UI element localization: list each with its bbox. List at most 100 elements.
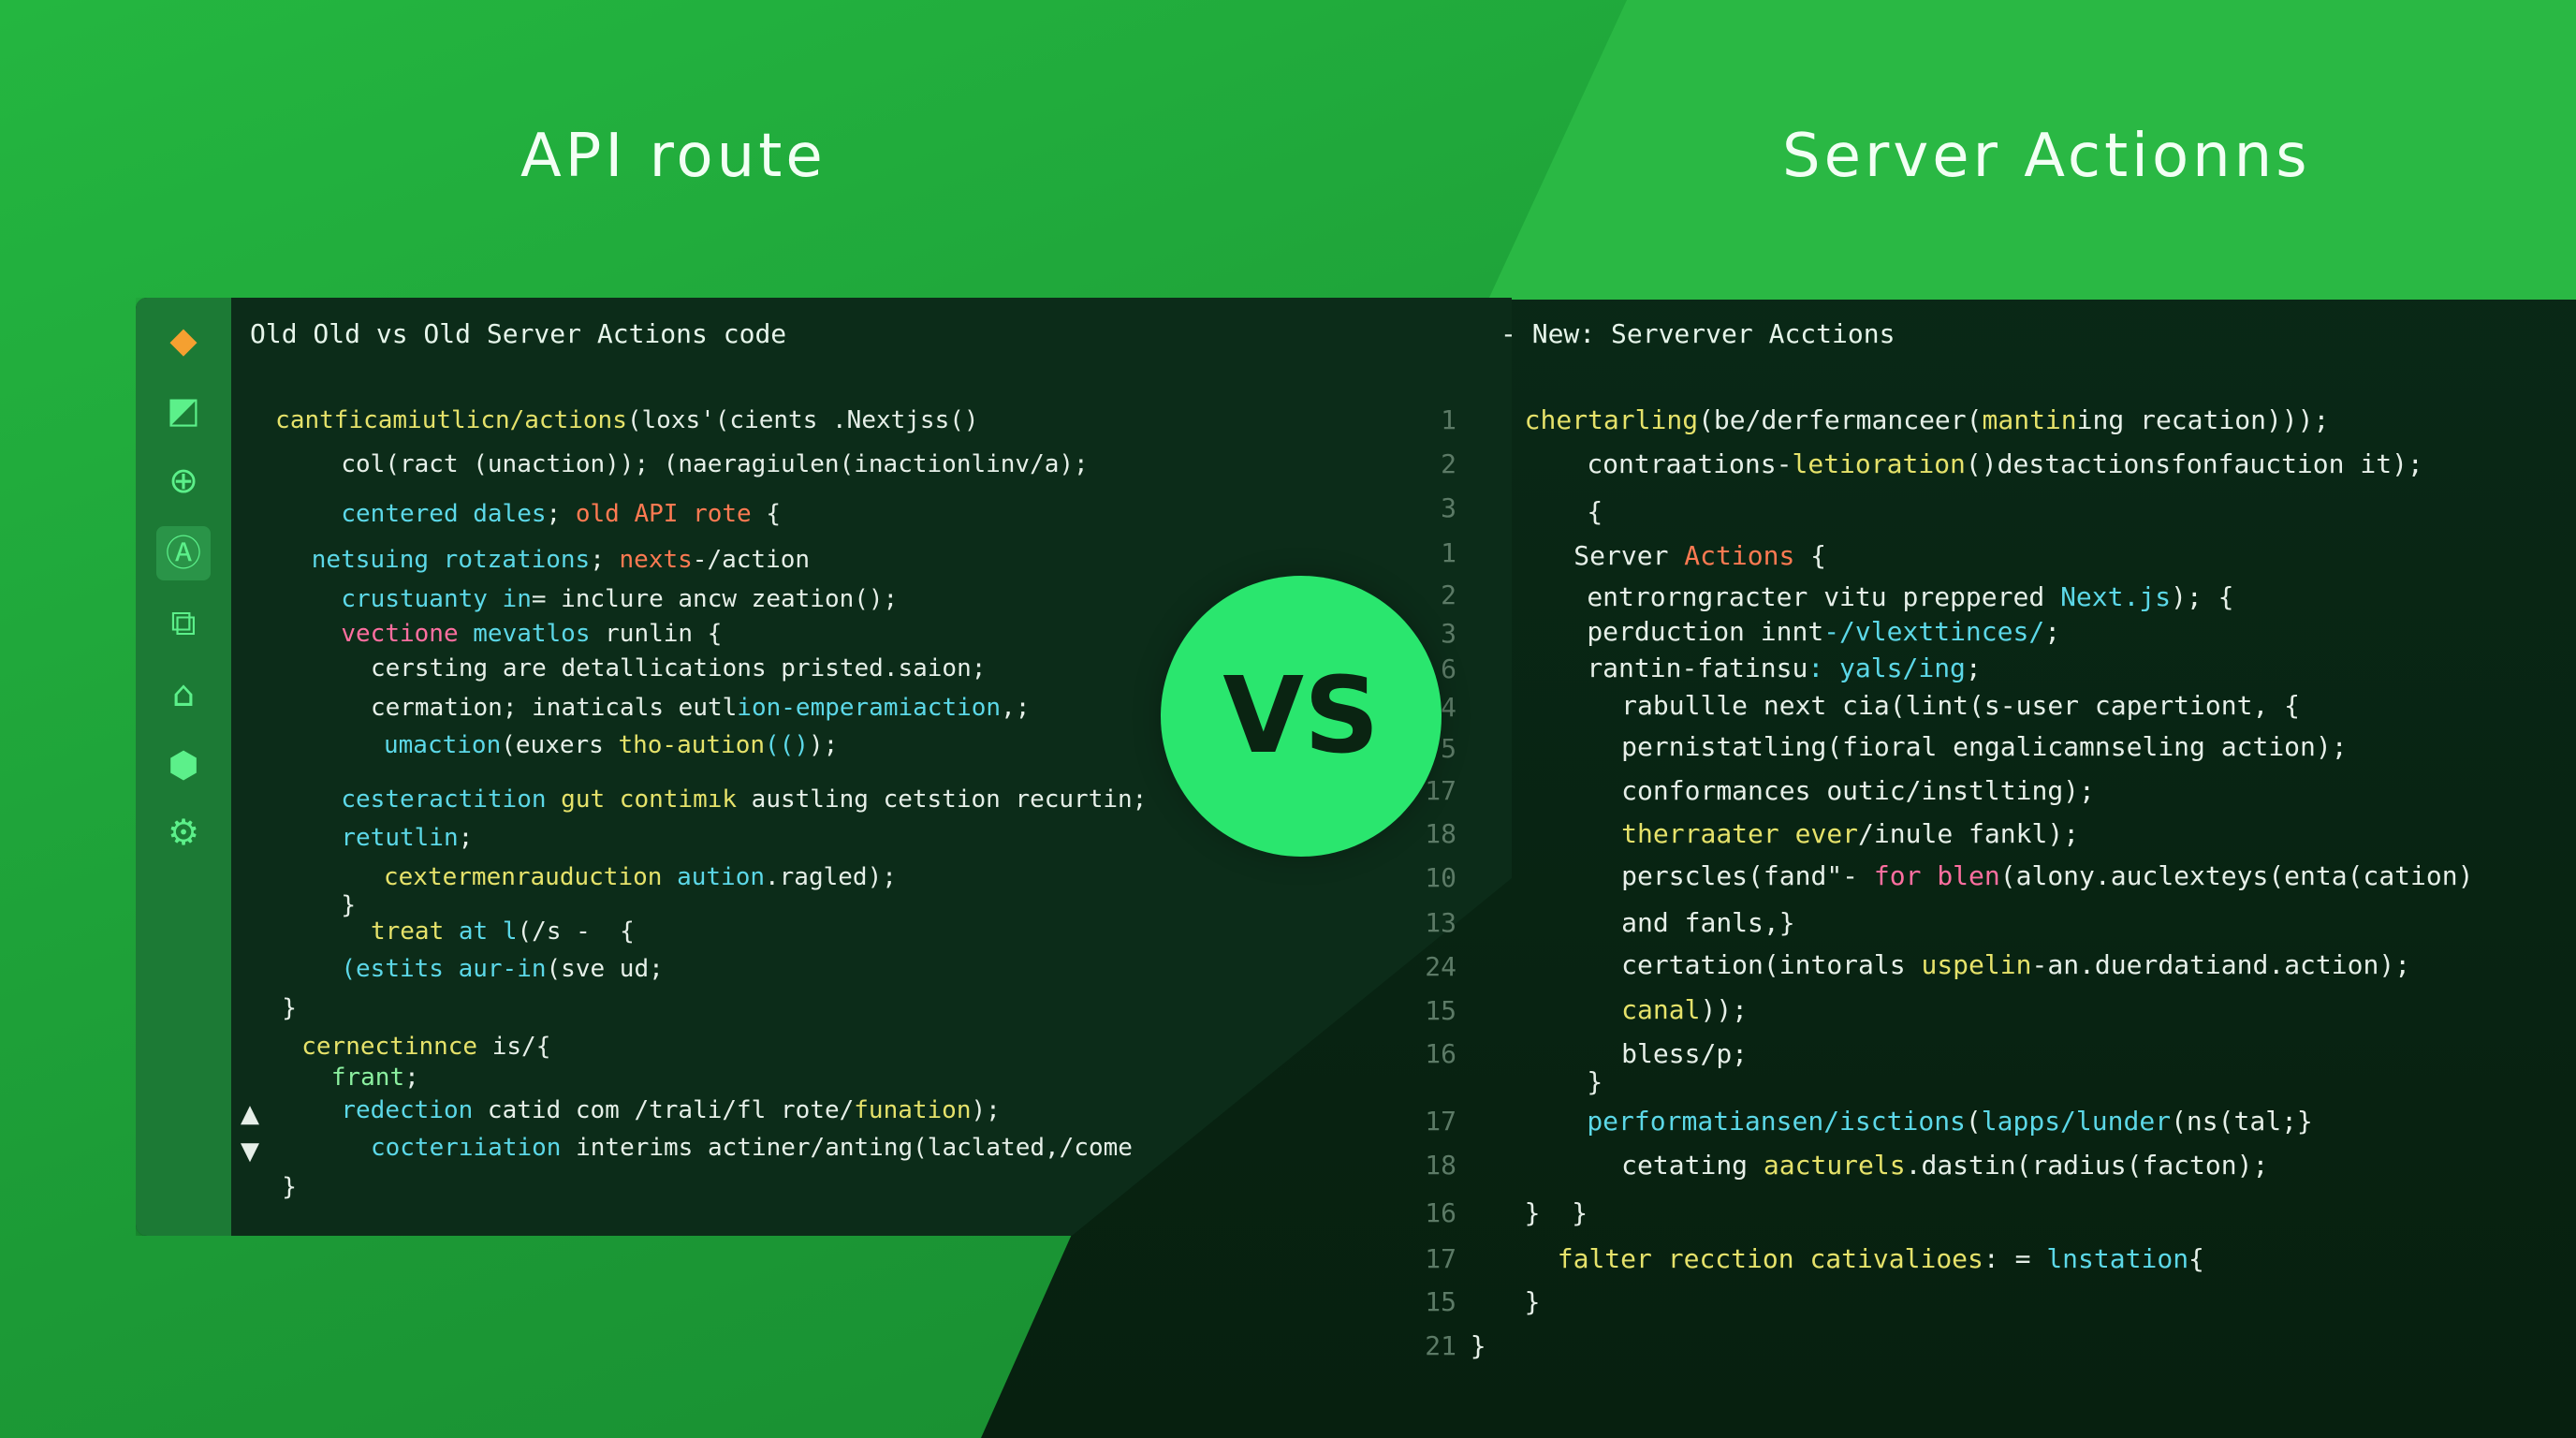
code-token: canal <box>1621 993 1701 1025</box>
code-token: conformances outic/instlting); <box>1621 775 2095 807</box>
code-line: } <box>1587 1066 1603 1097</box>
code-token: cextermenrauduction <box>384 862 663 891</box>
code-token: -/action <box>692 546 811 575</box>
left-code-block: cantficamiutlicn/actions(loxs'(cients .N… <box>136 298 1512 1236</box>
line-number: 24 <box>1425 950 1456 982</box>
code-line: crustuanty in= inclure ancw zeation(); <box>341 585 898 613</box>
blocks-icon[interactable]: ⧉ <box>170 602 197 643</box>
code-line: centered dales; old API rote { <box>341 500 781 528</box>
code-token: mantin <box>1982 404 2077 435</box>
code-token: (loxs'(cients .Nextjss() <box>626 405 979 434</box>
line-number: 15 <box>1425 1285 1456 1317</box>
code-token: perduction innt <box>1587 615 1824 647</box>
code-line: } } <box>1525 1197 1588 1228</box>
code-token: centered dales <box>341 499 547 528</box>
code-token: : = <box>1983 1243 2047 1275</box>
code-token: ion-emperamiaction <box>737 693 1002 722</box>
code-token: } <box>1470 1330 1486 1362</box>
add-circle-icon[interactable]: ⊕ <box>168 460 198 501</box>
line-number: 6 <box>1441 653 1456 685</box>
code-token: cernectinnce <box>301 1032 478 1061</box>
arrow-up-icon[interactable]: ▲ <box>241 1100 259 1128</box>
line-number: 10 <box>1425 862 1456 894</box>
code-token: vectione <box>341 620 459 649</box>
line-number: 4 <box>1441 691 1456 723</box>
code-line: cernectinnce is/{ <box>301 1033 550 1061</box>
code-token: lnstation <box>2046 1243 2189 1275</box>
code-token: } <box>1524 1285 1541 1317</box>
code-line: performatiansen/isctions(lapps/lunder(ns… <box>1587 1106 2312 1137</box>
code-line: } <box>1525 1286 1541 1317</box>
a-hex-icon[interactable]: Ⓐ <box>156 526 211 580</box>
code-token: rantin-fatinsu <box>1587 652 1808 683</box>
code-token: ; <box>404 1063 419 1092</box>
code-token: ); { <box>2171 581 2234 613</box>
code-token: { <box>1794 540 1827 572</box>
code-token: /inule fankl); <box>1858 817 2080 849</box>
code-line: cextermenrauduction aution.ragled); <box>384 863 897 891</box>
code-token: (be/derfermanceer( <box>1698 404 1983 435</box>
code-token: -an.duerdatiand.action); <box>2031 949 2411 981</box>
code-token: funation <box>854 1095 972 1124</box>
code-line: bless/p; <box>1621 1038 1748 1069</box>
code-token: entrorngracter vitu preppered <box>1587 581 2061 613</box>
code-line: } <box>1471 1330 1486 1361</box>
code-line: } <box>282 994 297 1022</box>
code-token: Actions <box>1684 540 1795 572</box>
code-line: umaction(euxers tho-aution(()); <box>384 731 838 759</box>
house-icon[interactable]: ⌂ <box>171 673 196 714</box>
chat-icon[interactable]: ◩ <box>167 389 200 431</box>
code-token: crustuanty in <box>341 585 532 614</box>
code-token: for blen <box>1873 860 2000 892</box>
code-token: falter recction cativalioes <box>1557 1243 1983 1275</box>
code-token: cesteractition <box>341 785 547 814</box>
line-number: 3 <box>1441 617 1456 649</box>
code-token: aution <box>662 862 765 891</box>
logo-icon[interactable]: ◆ <box>169 319 198 360</box>
code-token: treat <box>370 917 445 946</box>
line-number: 16 <box>1425 1197 1456 1229</box>
code-token: ); <box>971 1095 1001 1124</box>
search-gear-icon[interactable]: ⚙ <box>167 812 200 853</box>
code-token: = inclure ancw zeation(); <box>531 585 899 614</box>
code-token: is/{ <box>477 1032 551 1061</box>
code-token: (ns(tal;} <box>2171 1105 2313 1137</box>
line-number: 3 <box>1441 492 1456 524</box>
code-line: falter recction cativalioes: = lnstation… <box>1558 1243 2204 1274</box>
code-line: cersting are detallications pristed.saio… <box>371 654 986 682</box>
code-token: cantficamiutlicn/actions <box>275 405 627 434</box>
line-number: 2 <box>1441 580 1456 611</box>
code-line: { <box>1587 496 1603 527</box>
line-number: 17 <box>1425 1243 1456 1275</box>
code-line: therraater ever/inule fankl); <box>1621 818 2079 849</box>
code-token: netsuing rotzations <box>311 546 591 575</box>
shield-icon[interactable]: ⬢ <box>168 744 199 785</box>
code-token: performatiansen/isctions <box>1587 1105 1966 1137</box>
code-token: chertarling <box>1524 404 1699 435</box>
code-token: (/s - { <box>517 917 635 946</box>
code-token: (sve ud; <box>546 955 664 984</box>
code-token: } <box>1587 1065 1603 1097</box>
code-token: ; <box>2044 615 2061 647</box>
code-token: ; <box>546 499 576 528</box>
code-token: nexts <box>619 546 693 575</box>
code-token: and fanls,} <box>1621 906 1795 938</box>
right-header-text: New: Serverver Acctions <box>1531 318 1895 349</box>
code-token: } <box>282 994 297 1023</box>
code-token: bless/p; <box>1621 1037 1749 1069</box>
code-token: } <box>341 890 357 919</box>
code-token: interims actiner/anting(laclated,/come <box>561 1134 1133 1163</box>
code-token: Next.js <box>2060 581 2172 613</box>
code-token: ; <box>590 546 620 575</box>
line-number: 5 <box>1441 732 1456 764</box>
line-number: 18 <box>1425 817 1456 849</box>
code-line: cesteractition gut contimık austling cet… <box>341 785 1147 814</box>
code-token: mevatlos <box>458 620 591 649</box>
code-line: treat at l(/s - { <box>371 917 635 946</box>
code-token: therraater ever <box>1621 817 1859 849</box>
line-number: 18 <box>1425 1150 1456 1181</box>
code-token: (() <box>765 731 809 760</box>
code-token: cocterıiation <box>370 1134 562 1163</box>
arrow-down-icon[interactable]: ▼ <box>241 1137 259 1166</box>
